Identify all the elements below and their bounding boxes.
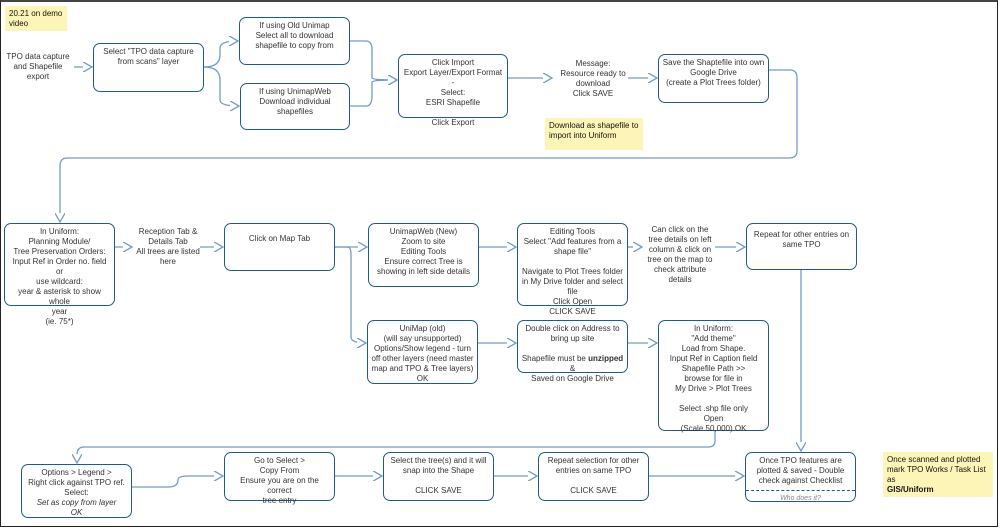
unimap-old-step: UniMap (old) (will say unsupported) Opti… [367, 320, 478, 384]
final-note: Once scanned and plotted mark TPO Works … [883, 452, 993, 497]
arrow-map-to-unimap [335, 246, 366, 343]
editing-tools-step: Editing Tools Select "Add features from … [517, 223, 628, 316]
double-click-step: Double click on Address to bring up site… [517, 320, 628, 383]
final-note-bold: GIS/Uniform [887, 485, 934, 494]
final-note-text: Once scanned and plotted mark TPO Works … [887, 455, 986, 484]
start-label: TPO data capture and Shapefile export [6, 52, 70, 81]
who-does-it-text: Who does it? [746, 490, 855, 504]
unimapweb-download-step: If using UnimapWeb Download individual s… [240, 83, 350, 130]
arrow-save-to-uniform [60, 69, 798, 222]
in-uniform-step: In Uniform: Planning Module/ Tree Preser… [4, 223, 115, 326]
options-legend-step: Options > Legend > Right click against T… [21, 464, 132, 518]
arrow-select-to-web [203, 66, 239, 106]
save-shapefile-step: Save the Shaptefile into own Google Driv… [658, 54, 769, 103]
once-plotted-step: Once TPO features are plotted & saved - … [745, 452, 856, 502]
message-label: Message: Resource ready to download Clic… [560, 59, 626, 98]
arrow-web-to-import [350, 80, 397, 107]
map-tab-step: Click on Map Tab [224, 223, 335, 271]
demo-video-note: 20.21 on demo video [5, 6, 67, 31]
download-note: Download as shapefile to import into Uni… [545, 118, 643, 150]
copy-from-step: Go to Select > Copy From Ensure you are … [224, 452, 335, 505]
unimapweb-new-step: UnimapWeb (New) Zoom to site Editing Too… [368, 223, 479, 287]
reception-label: Reception Tab & Details Tab All trees ar… [136, 227, 200, 266]
once-plotted-text: Once TPO features are plotted & saved - … [756, 456, 845, 485]
set-copy-layer-text: Set as copy from layer OK [36, 498, 117, 517]
arrow-select-to-old [203, 41, 238, 68]
arrow-addtheme-to-options [77, 431, 716, 463]
unzipped-text: unzipped [588, 354, 624, 363]
double-click-text-end: & Saved on Google Drive [531, 364, 614, 383]
arrow-options-to-copy [132, 476, 223, 488]
arrow-old-to-import [350, 40, 397, 80]
old-unimap-step: If using Old Unimap Select all to downlo… [239, 17, 350, 65]
repeat-selection-step: Repeat selection for other entries on sa… [538, 452, 649, 501]
options-legend-text: Options > Legend > Right click against T… [28, 468, 125, 497]
select-tree-step: Select the tree(s) and it will snap into… [383, 452, 494, 501]
can-click-label: Can click on the tree details on left co… [647, 225, 713, 284]
select-layer-step: Select "TPO data capture from scans" lay… [93, 43, 204, 92]
add-theme-step: In Uniform: "Add theme" Load from Shape.… [658, 320, 769, 433]
click-import-step: Click Import Export Layer/Export Format … [398, 54, 508, 127]
double-click-text: Double click on Address to bring up site… [521, 324, 620, 363]
repeat-entries-step: Repeat for other entries on same TPO [746, 223, 857, 270]
